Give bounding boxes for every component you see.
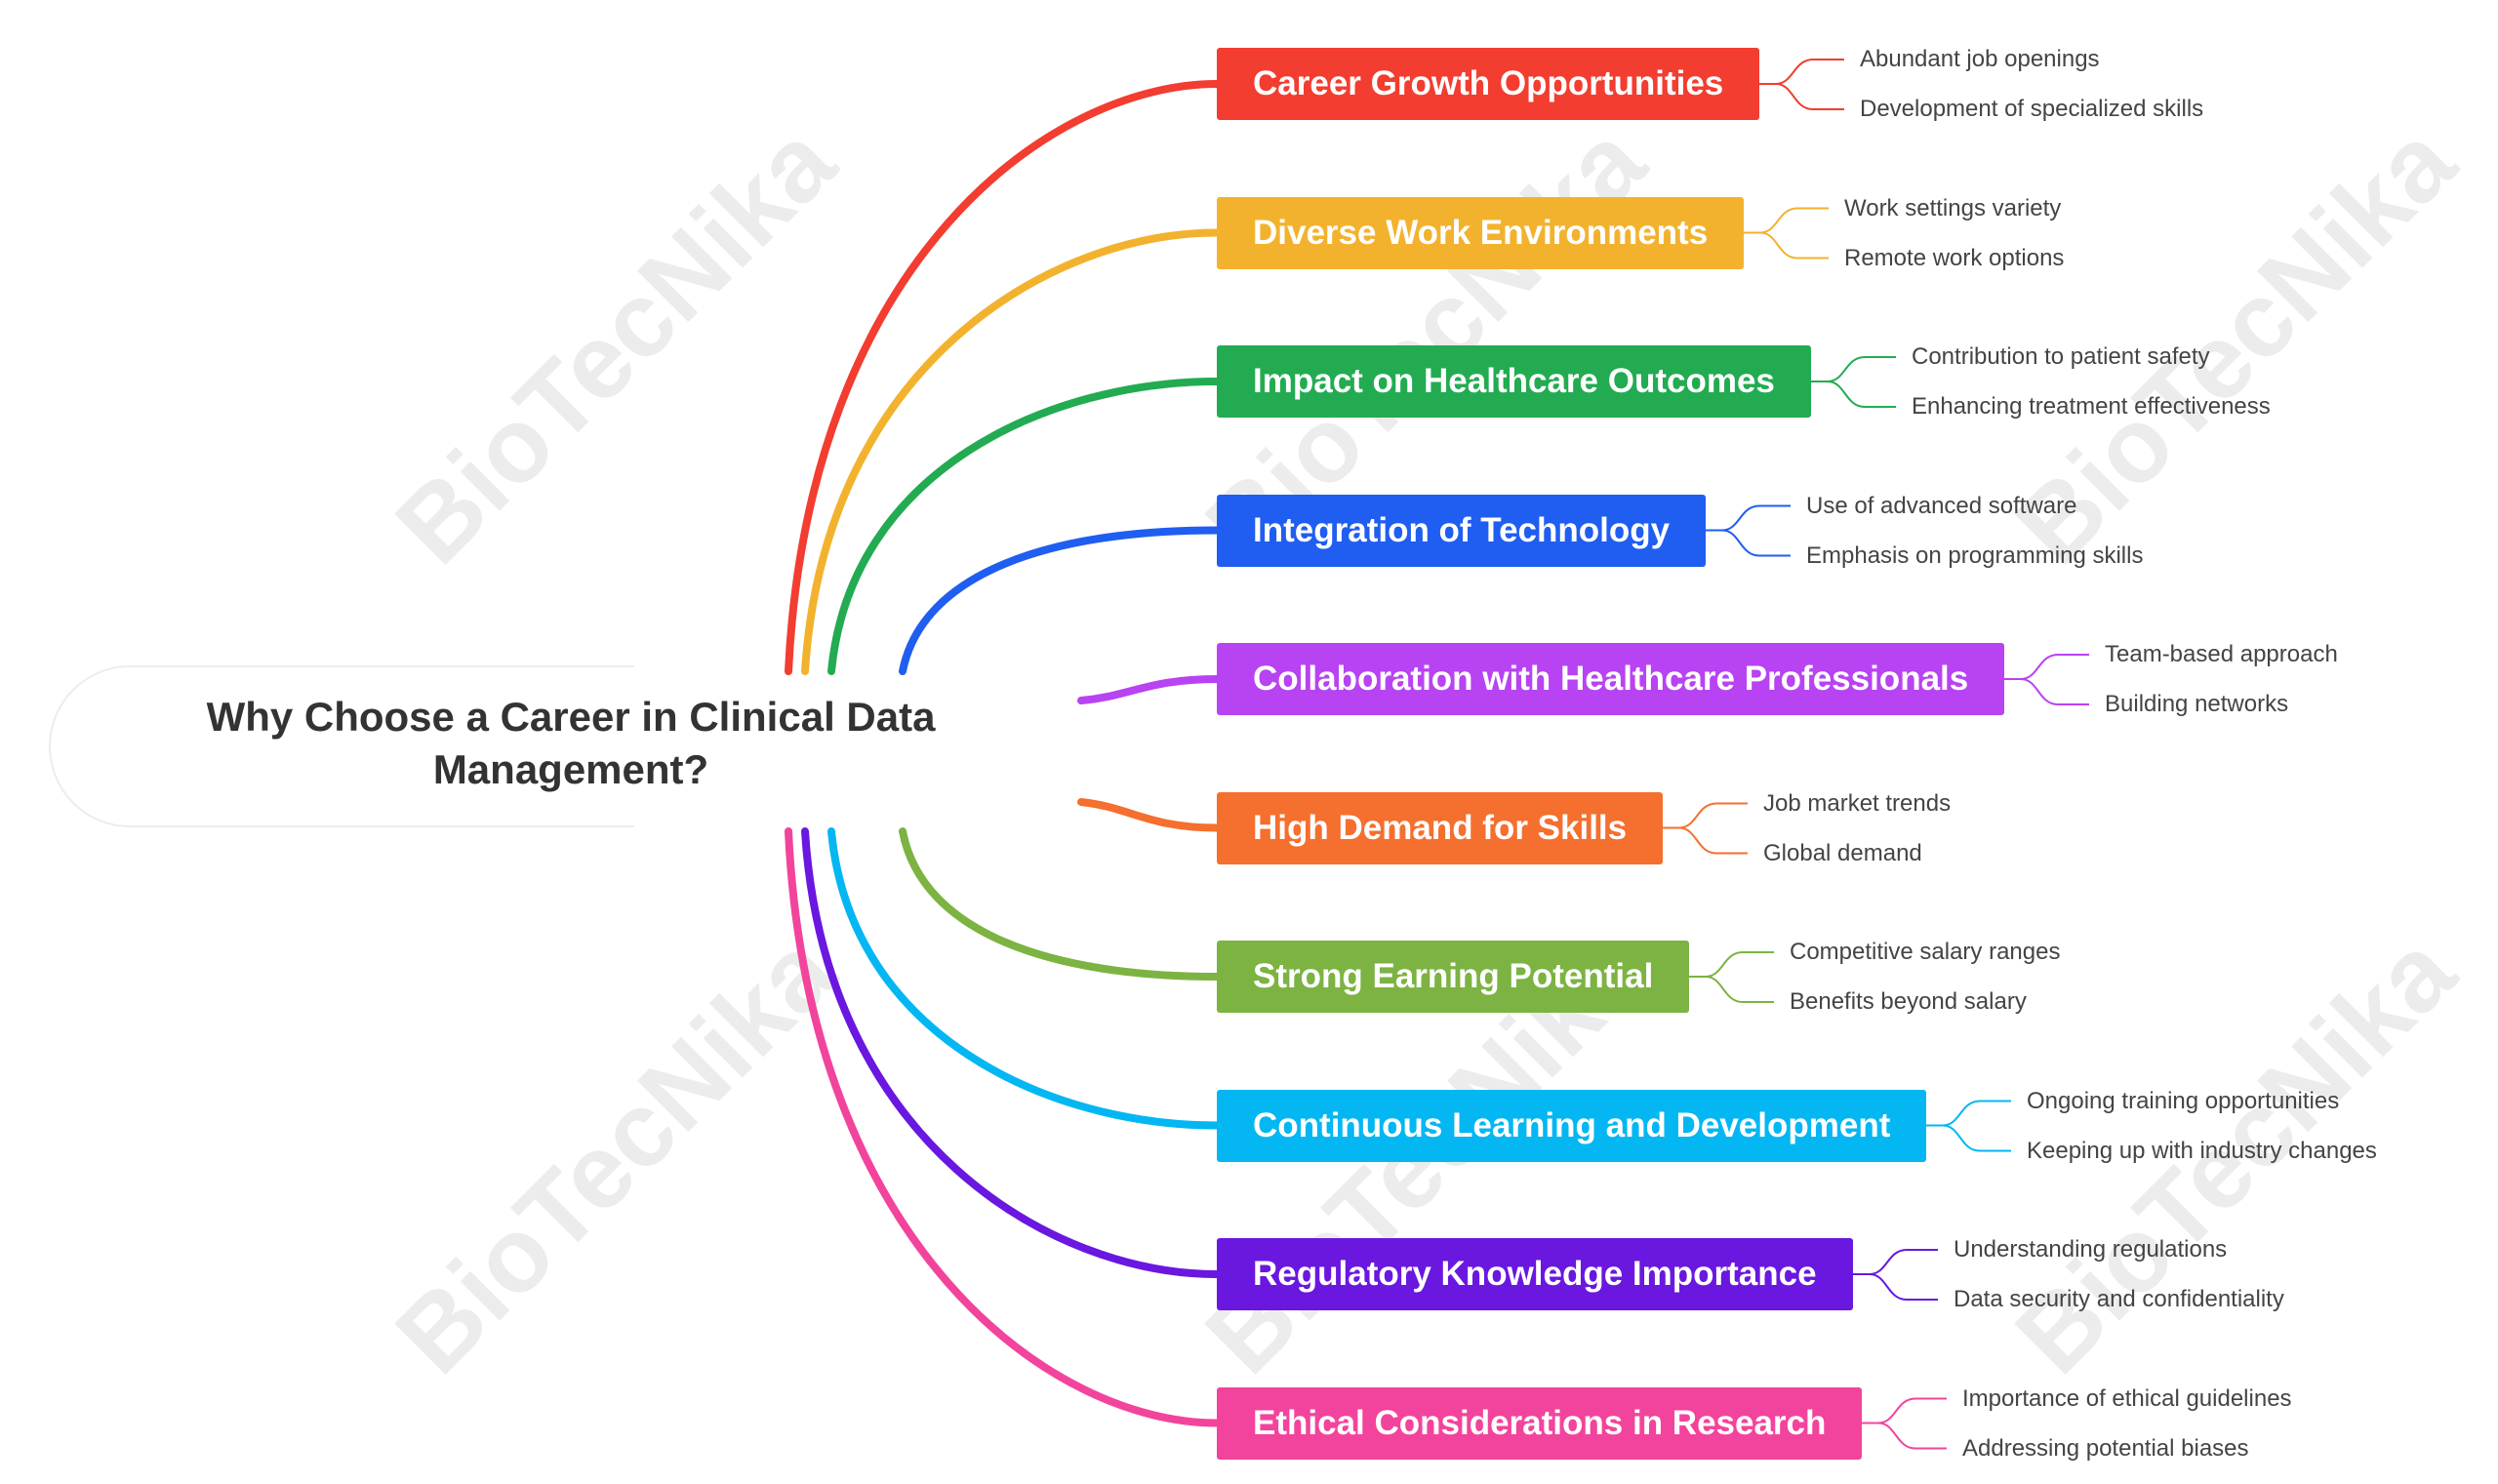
- branch-node[interactable]: High Demand for Skills: [1217, 791, 1664, 864]
- leaf-item[interactable]: Understanding regulations: [1954, 1236, 2228, 1263]
- branch-label: Continuous Learning and Development: [1253, 1105, 1891, 1144]
- branch-connector: [785, 80, 1221, 675]
- leaf-connector: [1663, 802, 1748, 829]
- leaf-connector: [1862, 1397, 1947, 1424]
- leaf-item[interactable]: Use of advanced software: [1806, 492, 2077, 519]
- leaf-item[interactable]: Remote work options: [1844, 244, 2065, 271]
- leaf-connector: [2004, 654, 2089, 680]
- leaf-item[interactable]: Contribution to patient safety: [1912, 343, 2210, 370]
- leaf-connector: [1926, 1124, 2011, 1152]
- leaf-connector: [1853, 1273, 1938, 1301]
- leaf-connector: [1811, 356, 1896, 382]
- leaf-item[interactable]: Emphasis on programming skills: [1806, 541, 2144, 569]
- branch-connector: [801, 827, 1221, 1278]
- leaf-connector: [1744, 207, 1829, 234]
- leaf-item[interactable]: Keeping up with industry changes: [2027, 1137, 2377, 1164]
- leaf-item[interactable]: Global demand: [1763, 839, 1922, 866]
- branch-label: Career Growth Opportunities: [1253, 64, 1724, 102]
- root-title: Why Choose a Career in Clinical Data Man…: [206, 694, 936, 792]
- leaf-item[interactable]: Development of specialized skills: [1860, 96, 2204, 122]
- branch-node[interactable]: Diverse Work Environments: [1217, 196, 1745, 269]
- branch-node[interactable]: Ethical Considerations in Research: [1217, 1386, 1863, 1460]
- leaf-item[interactable]: Addressing potential biases: [1962, 1434, 2249, 1462]
- branch-label: Collaboration with Healthcare Profession…: [1253, 660, 1969, 698]
- leaf-item[interactable]: Benefits beyond salary: [1790, 988, 2027, 1015]
- leaf-item[interactable]: Abundant job openings: [1860, 46, 2100, 72]
- branch-connector: [899, 827, 1221, 981]
- branch-label: Impact on Healthcare Outcomes: [1253, 362, 1775, 400]
- branch-node[interactable]: Career Growth Opportunities: [1217, 48, 1760, 120]
- branch-node[interactable]: Collaboration with Healthcare Profession…: [1217, 643, 2005, 715]
- branch-label: Diverse Work Environments: [1253, 213, 1709, 252]
- branch-node[interactable]: Regulatory Knowledge Importance: [1217, 1238, 1853, 1310]
- leaf-connector: [1811, 381, 1896, 408]
- branch-connector: [1077, 798, 1221, 832]
- branch-node[interactable]: Continuous Learning and Development: [1217, 1089, 1927, 1162]
- branch-node[interactable]: Strong Earning Potential: [1217, 941, 1690, 1013]
- branch-connector: [827, 378, 1221, 675]
- branch-connector: [801, 228, 1221, 675]
- leaf-connector: [1759, 83, 1844, 110]
- leaf-item[interactable]: Ongoing training opportunities: [2027, 1087, 2340, 1114]
- leaf-item[interactable]: Competitive salary ranges: [1790, 939, 2061, 965]
- branch-label: Integration of Technology: [1253, 510, 1671, 549]
- leaf-connector: [1663, 826, 1748, 855]
- leaf-item[interactable]: Work settings variety: [1844, 194, 2062, 221]
- leaf-item[interactable]: Importance of ethical guidelines: [1962, 1384, 2292, 1412]
- leaf-connector: [1759, 59, 1844, 85]
- leaf-item[interactable]: Enhancing treatment effectiveness: [1912, 393, 2271, 420]
- branch-label: High Demand for Skills: [1253, 808, 1628, 847]
- leaf-connector: [1853, 1249, 1938, 1275]
- leaf-connector: [1862, 1422, 1947, 1450]
- leaf-connector: [1689, 951, 1774, 978]
- leaf-connector: [1926, 1100, 2011, 1127]
- branch-connector: [899, 526, 1221, 675]
- leaf-connector: [1706, 529, 1791, 557]
- branch-label: Regulatory Knowledge Importance: [1253, 1255, 1817, 1293]
- leaf-connector: [1689, 976, 1774, 1003]
- branch-node[interactable]: Integration of Technology: [1217, 494, 1707, 567]
- branch-connector: [827, 827, 1221, 1130]
- leaf-connector: [1706, 504, 1791, 532]
- branch-label: Ethical Considerations in Research: [1253, 1403, 1827, 1442]
- branch-connector: [1077, 675, 1221, 704]
- root-node[interactable]: [49, 665, 634, 827]
- leaf-item[interactable]: Building networks: [2105, 691, 2289, 717]
- branch-label: Strong Earning Potential: [1253, 957, 1654, 995]
- branch-connector: [785, 827, 1221, 1427]
- leaf-connector: [2004, 678, 2089, 705]
- leaf-item[interactable]: Team-based approach: [2105, 641, 2338, 667]
- leaf-connector: [1744, 231, 1829, 260]
- leaf-item[interactable]: Data security and confidentiality: [1954, 1286, 2284, 1312]
- leaf-item[interactable]: Job market trends: [1763, 789, 1952, 817]
- branch-node[interactable]: Impact on Healthcare Outcomes: [1217, 345, 1811, 418]
